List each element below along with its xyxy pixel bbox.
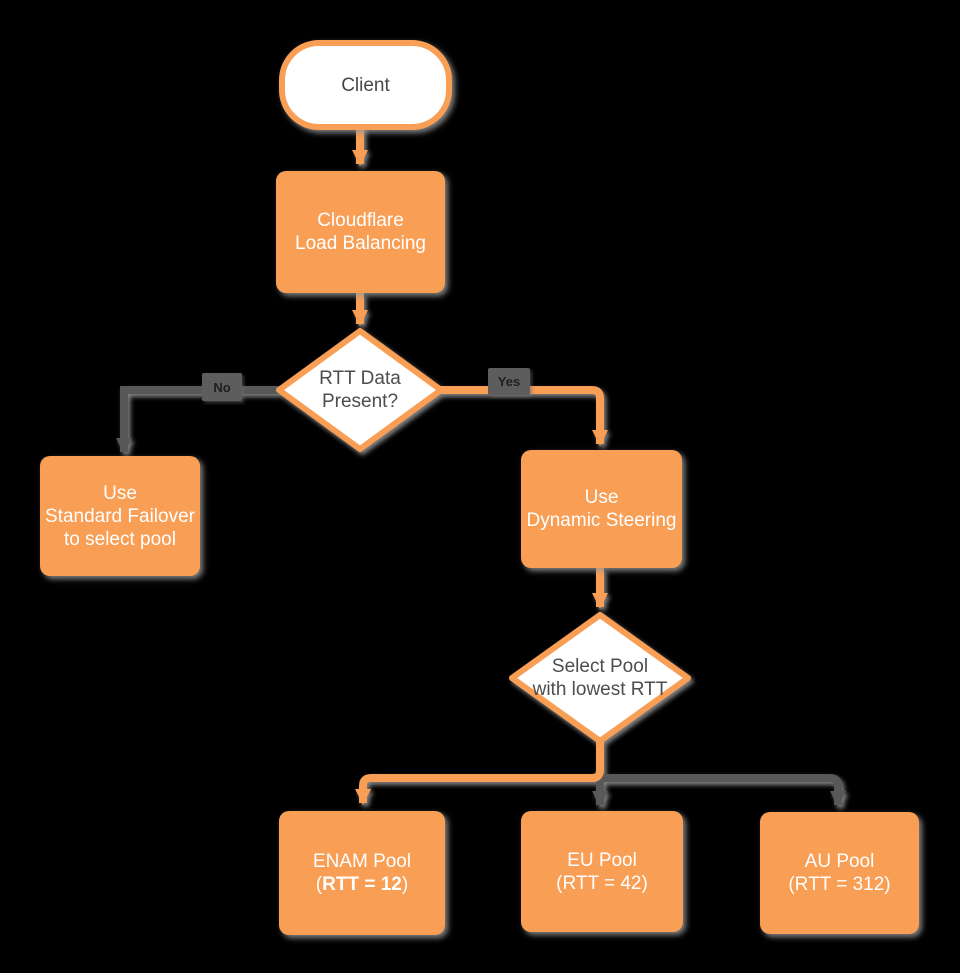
client-label: Client: [341, 74, 390, 96]
decision-rtt-data-present: [276, 328, 444, 452]
decision-select-pool-lowest-rtt: [509, 612, 691, 744]
edge-select-pool-to-au-pool: [600, 774, 846, 807]
eu-pool-label: EU Pool (RTT = 42): [556, 849, 648, 894]
enam-pool-label: ENAM Pool (RTT = 12): [313, 850, 411, 896]
node-client: Client: [279, 40, 452, 130]
enam-pool-rtt: (RTT = 12): [315, 874, 409, 895]
enam-pool-name: ENAM Pool: [312, 851, 412, 872]
node-eu-pool: EU Pool (RTT = 42): [521, 811, 683, 932]
edge-label-no: No: [202, 373, 242, 401]
dynamic-steering-label: Use Dynamic Steering: [526, 487, 677, 531]
node-cloudflare-load-balancing: Cloudflare Load Balancing: [276, 171, 445, 293]
node-enam-pool: ENAM Pool (RTT = 12): [279, 811, 445, 935]
node-dynamic-steering: Use Dynamic Steering: [521, 450, 682, 568]
cloudflare-label: Cloudflare Load Balancing: [295, 210, 426, 254]
node-au-pool: AU Pool (RTT = 312): [760, 812, 919, 934]
edge-select-pool-to-enam-pool: [355, 741, 604, 805]
select-pool-label: Select Pool with lowest RTT: [532, 656, 668, 700]
au-pool-label: AU Pool (RTT = 312): [788, 851, 891, 895]
node-standard-failover: Use Standard Failover to select pool: [40, 456, 200, 576]
enam-pool-rtt-bold: RTT = 12: [322, 874, 402, 895]
edge-yes-to-dynamic-steering: [438, 386, 608, 446]
standard-failover-label: Use Standard Failover to select pool: [45, 482, 195, 550]
edge-label-yes: Yes: [488, 368, 530, 395]
rtt-decision-label: RTT Data Present?: [319, 368, 401, 412]
